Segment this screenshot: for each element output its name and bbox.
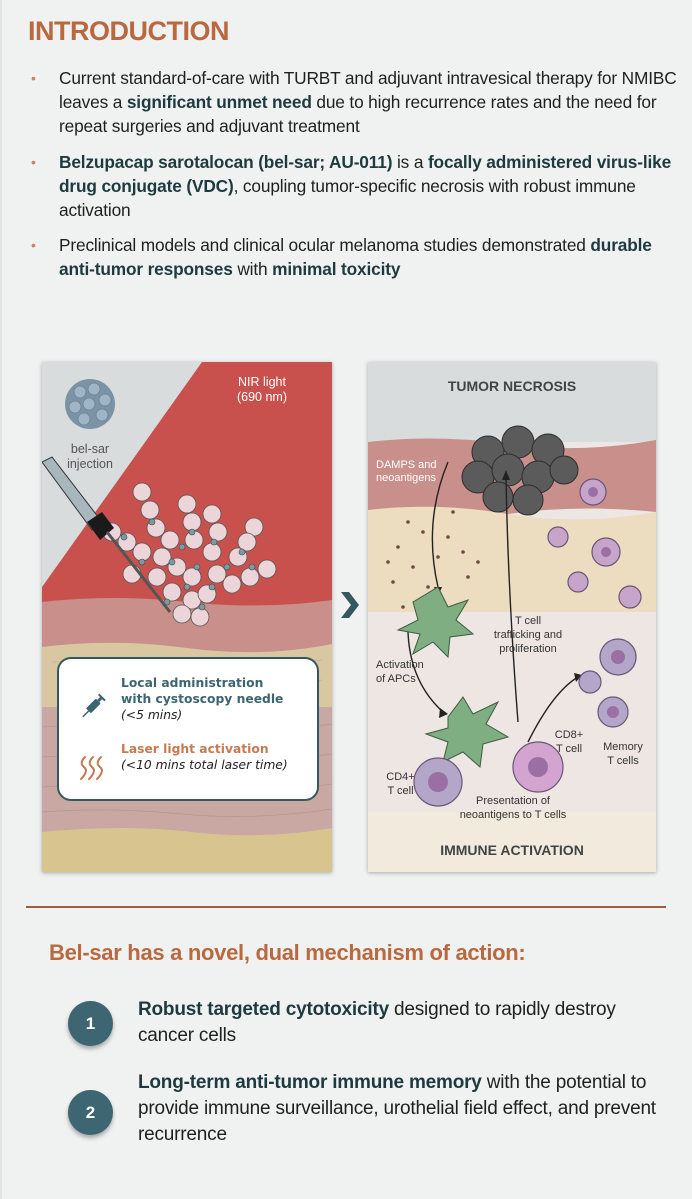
intro-bullet: • Belzupacap sarotalocan (bel-sar; AU-011… — [28, 150, 678, 223]
immune-activation-title: IMMUNE ACTIVATION — [440, 842, 584, 858]
body-text: designed to rapidly destroy cancer cells — [138, 999, 616, 1046]
emphasis-text: significant unmet need — [126, 92, 312, 113]
presentation-label: Presentation of neoantigens to T cells — [459, 795, 567, 821]
procedure-info-box: Local administration with cystoscopy nee… — [57, 657, 319, 801]
cystoscope-needle-icon — [42, 456, 172, 613]
local-administration-row: Local administration with cystoscopy nee… — [121, 676, 284, 722]
damps-label: DAMPS and neoantigens — [376, 459, 437, 484]
virus-particle-icon — [65, 379, 115, 429]
proliferation-arrow — [527, 676, 579, 743]
laser-activation-row: Laser light activation (<10 mins total l… — [121, 742, 288, 772]
emphasis-text: Belzupacap sarotalocan (bel-sar; AU-011) — [59, 151, 393, 172]
mechanism-figure: NIR light (690 nm) bel-sar injection — [42, 362, 666, 874]
memory-tcells-label: Memory T cells — [603, 741, 643, 767]
administration-panel: NIR light (690 nm) bel-sar injection — [42, 362, 332, 872]
chevron-right-icon — [341, 592, 359, 618]
body-text: with — [232, 259, 273, 280]
cd4-label: CD4+ T cell — [386, 771, 415, 797]
mechanism-title: Bel-sar has a novel, dual mechanism of a… — [49, 940, 526, 965]
cd8-label: CD8+ T cell — [554, 729, 584, 755]
damps-arrow — [431, 461, 449, 588]
belsar-injection-label: bel-sar injection — [67, 442, 113, 471]
necrotic-tumor-cluster — [461, 425, 579, 516]
nir-light-beam — [42, 362, 332, 607]
bullet-dot-icon: • — [31, 70, 36, 86]
body-text: due to high recurrence rates and the nee… — [59, 92, 657, 137]
body-text: Preclinical models and clinical ocular m… — [59, 235, 591, 256]
light-waves-icon — [80, 756, 103, 780]
step-number-badge: 2 — [68, 1090, 113, 1135]
immune-panel: TUMOR NECROSIS DAMPS and neoantigens T c… — [368, 362, 656, 872]
bullet-dot-icon: • — [31, 237, 36, 254]
apc-activation-label: Activation of APCs — [376, 659, 424, 685]
section-divider — [26, 906, 666, 908]
intro-title: INTRODUCTION — [28, 16, 229, 46]
nir-light-label: NIR light (690 nm) — [236, 375, 288, 404]
body-text: is a — [392, 151, 428, 172]
body-text: with the potential to provide immune sur… — [138, 1072, 656, 1145]
tumor-cluster — [102, 482, 277, 627]
emphasis-text: minimal toxicity — [272, 259, 401, 280]
mechanism-item: Robust targeted cytotoxicity designed to… — [138, 997, 658, 1049]
damps-particles — [386, 510, 480, 609]
apc-activation-arrow — [407, 631, 444, 713]
syringe-icon — [82, 693, 106, 718]
intro-bullet-list: • Current standard-of-care with TURBT and… — [28, 66, 678, 293]
emphasis-text: focally administered virus-like drug con… — [59, 151, 672, 196]
immune-illustration — [368, 362, 656, 872]
emphasis-text: durable anti-tumor responses — [59, 235, 652, 280]
bullet-dot-icon: • — [31, 153, 36, 170]
body-text: Current standard-of-care with TURBT and … — [59, 68, 677, 113]
intro-bullet: • Preclinical models and clinical ocular … — [28, 233, 678, 281]
trafficking-arrow — [505, 476, 519, 723]
mechanism-item: Long-term anti-tumor immune memory with … — [138, 1070, 658, 1148]
dendritic-cell — [396, 586, 510, 768]
t-cells — [413, 478, 642, 807]
tumor-necrosis-title: TUMOR NECROSIS — [447, 378, 577, 394]
intro-bullet: • Current standard-of-care with TURBT and… — [28, 66, 678, 139]
body-text: , coupling tumor-specific necrosis with … — [59, 175, 636, 221]
tcell-trafficking-label: T cell trafficking and proliferation — [493, 615, 563, 655]
emphasis-text: Long-term anti-tumor immune memory — [138, 1072, 482, 1093]
emphasis-text: Robust targeted cytotoxicity — [138, 999, 389, 1020]
step-number-badge: 1 — [68, 1001, 113, 1046]
